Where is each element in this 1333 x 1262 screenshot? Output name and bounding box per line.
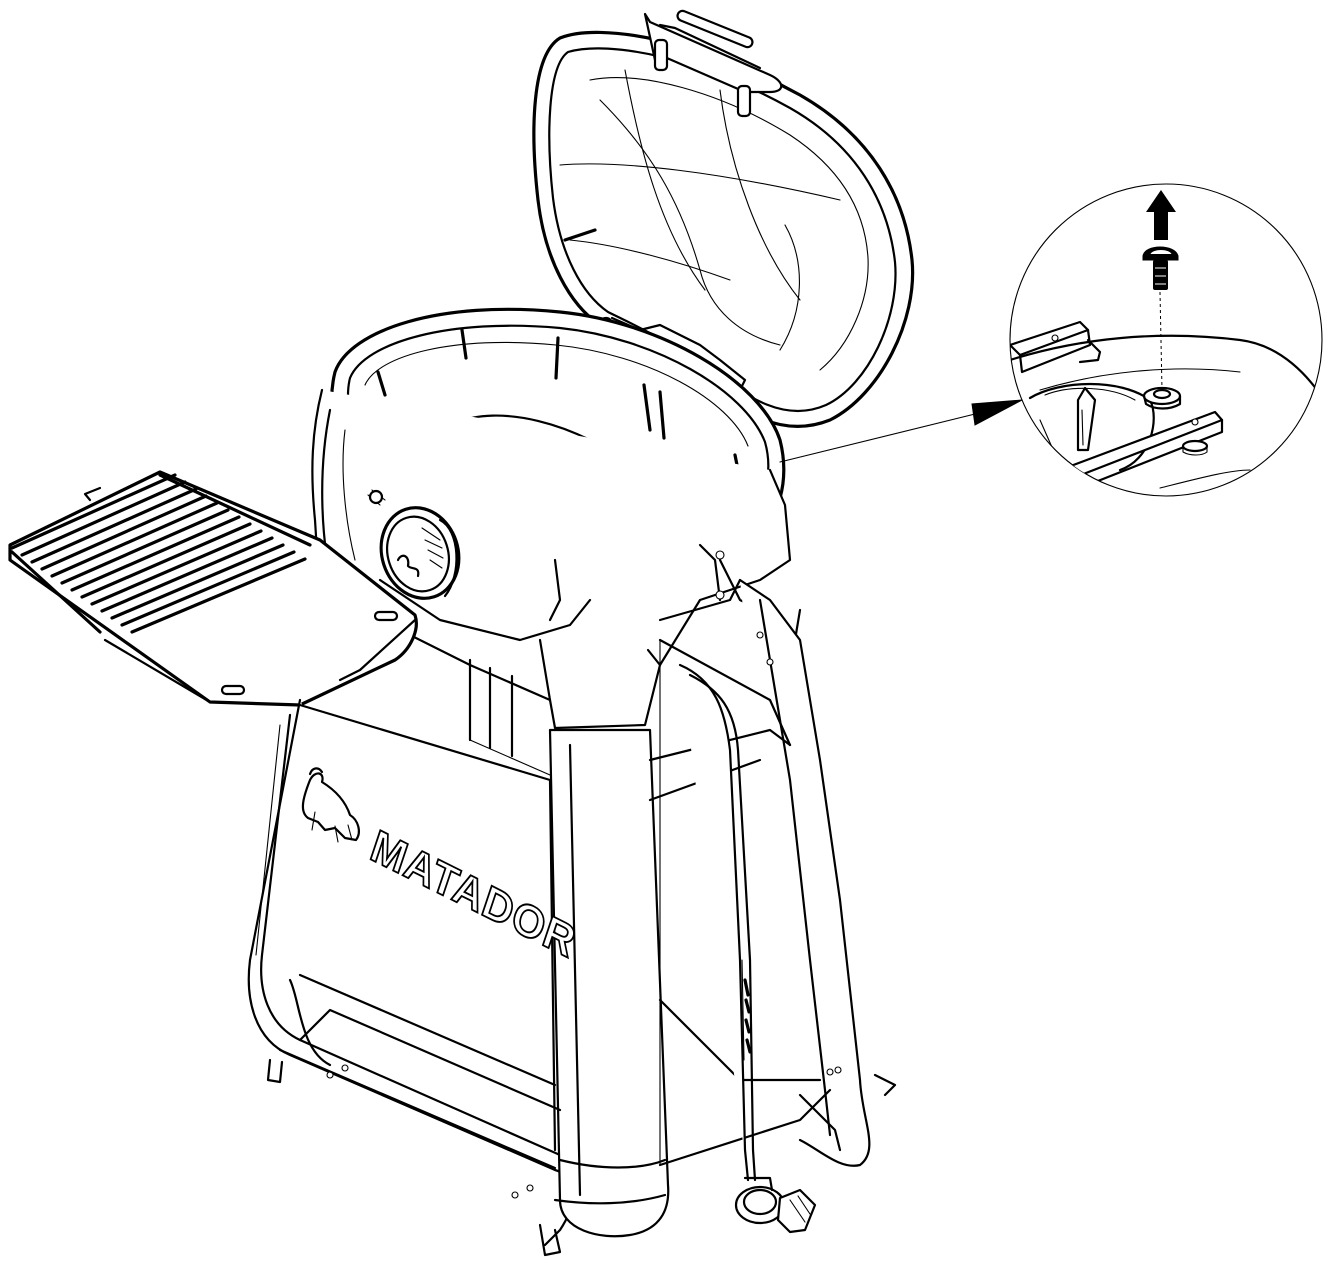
arrow-up-icon (1146, 190, 1176, 240)
gas-hose (678, 663, 817, 1234)
grill-body (311, 388, 802, 776)
callout-leader (779, 399, 1023, 463)
leader-arrowhead-icon (971, 399, 1023, 426)
gas-regulator (734, 1176, 817, 1234)
shelf-grate-bars (10, 473, 312, 634)
control-knob (367, 489, 461, 600)
screw-icon (1142, 246, 1179, 290)
detail-callout (1009, 183, 1323, 497)
stand-base (247, 578, 897, 1257)
bull-emblem-icon (301, 767, 360, 843)
side-shelf (8, 470, 418, 707)
